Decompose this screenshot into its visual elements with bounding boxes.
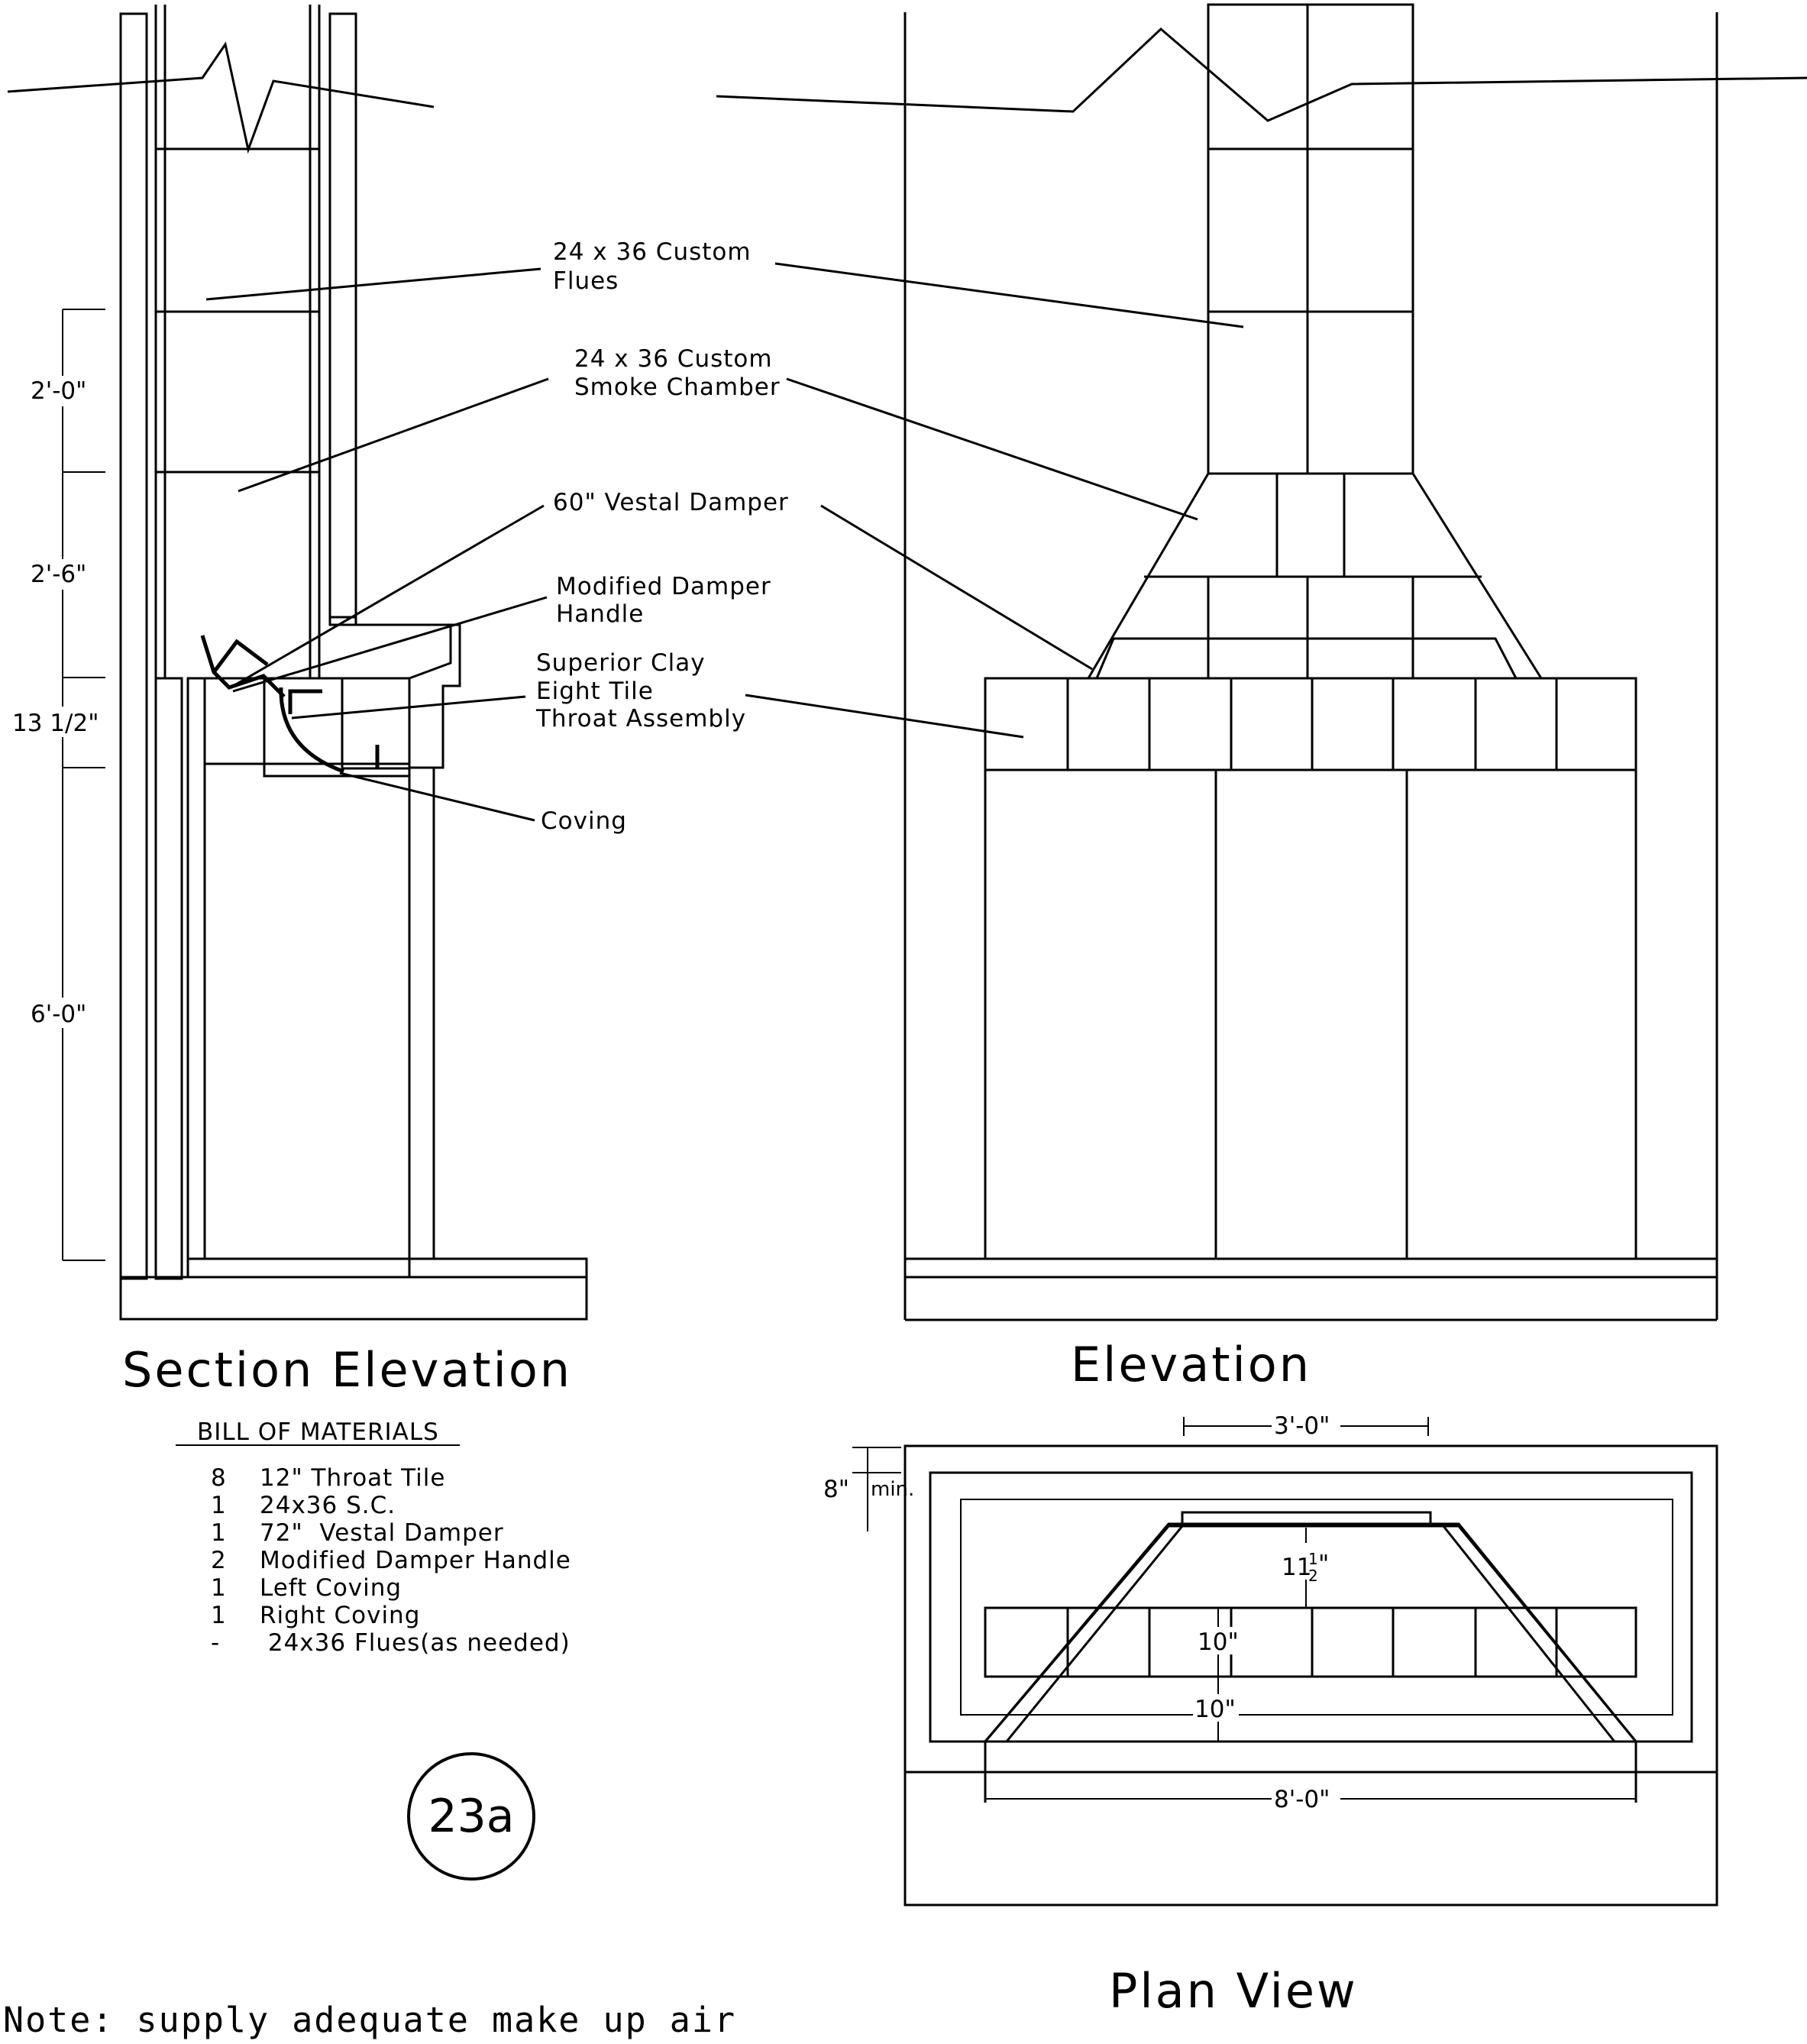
throat-label-line3: Throat Assembly bbox=[535, 705, 746, 733]
flues-label-line2: Flues bbox=[553, 267, 619, 295]
bom-row: 1 Left Coving bbox=[211, 1574, 402, 1602]
svg-text:1: 1 bbox=[211, 1492, 227, 1519]
smoke-chamber-label-line1: 24 x 36 Custom bbox=[574, 345, 773, 373]
bom-row: - 24x36 Flues(as needed) bbox=[211, 1629, 571, 1657]
bom-row: 1 24x36 S.C. bbox=[211, 1492, 396, 1519]
damper-label: 60" Vestal Damper bbox=[553, 489, 789, 516]
svg-text:-: - bbox=[211, 1629, 220, 1657]
dim-10-a: 10" bbox=[1198, 1628, 1239, 1656]
front-elevation bbox=[716, 3, 1807, 1321]
dim-2-0: 2'-0" bbox=[31, 377, 86, 405]
bom-row: 1 Right Coving bbox=[211, 1602, 420, 1629]
svg-text:Modified Damper Handle: Modified Damper Handle bbox=[260, 1547, 571, 1574]
dim-2-6: 2'-6" bbox=[31, 561, 86, 588]
callout-labels: 24 x 36 Custom Flues 24 x 36 Custom Smok… bbox=[535, 238, 789, 835]
bom-heading: BILL OF MATERIALS bbox=[197, 1418, 439, 1446]
bom-row: 8 12" Throat Tile bbox=[211, 1464, 445, 1492]
smoke-chamber-label-line2: Smoke Chamber bbox=[574, 374, 781, 401]
bom-row: 1 72" Vestal Damper bbox=[211, 1519, 504, 1547]
svg-text:8: 8 bbox=[211, 1464, 227, 1492]
svg-text:1: 1 bbox=[211, 1602, 227, 1629]
elevation-title: Elevation bbox=[1071, 1337, 1311, 1392]
svg-text:1: 1 bbox=[211, 1574, 227, 1602]
section-title: Section Elevation bbox=[122, 1342, 572, 1398]
section-elevation bbox=[7, 5, 588, 1321]
plan-dimension-labels: 3'-0" 8'-0" 8" min. 11 1 2 " 10" 10" bbox=[823, 1411, 1340, 1813]
flues-label-line1: 24 x 36 Custom bbox=[553, 238, 752, 266]
dim-8-inch: 8" bbox=[823, 1476, 849, 1503]
plan-title: Plan View bbox=[1109, 1963, 1358, 2019]
plan-view bbox=[852, 1417, 1718, 1907]
svg-text:1: 1 bbox=[211, 1519, 227, 1547]
dim-11-half-den: 2 bbox=[1308, 1567, 1318, 1585]
throat-label-line2: Eight Tile bbox=[536, 678, 654, 705]
svg-text:24x36 S.C.: 24x36 S.C. bbox=[260, 1492, 396, 1519]
dim-8-0: 8'-0" bbox=[1274, 1786, 1330, 1813]
dim-13-1-2: 13 1/2" bbox=[12, 710, 99, 737]
drawing-number: 23a bbox=[428, 1790, 514, 1843]
bill-of-materials: BILL OF MATERIALS 8 12" Throat Tile 1 24… bbox=[176, 1418, 571, 1657]
callout-leaders bbox=[205, 262, 1244, 822]
handle-label-line1: Modified Damper bbox=[556, 573, 771, 600]
svg-text:12" Throat Tile: 12" Throat Tile bbox=[260, 1464, 445, 1492]
dim-6-0: 6'-0" bbox=[31, 1001, 86, 1028]
dim-11-half: 11 bbox=[1282, 1554, 1311, 1581]
svg-text:2: 2 bbox=[211, 1547, 227, 1574]
dim-10-b: 10" bbox=[1194, 1696, 1236, 1723]
coving-label: Coving bbox=[541, 807, 627, 835]
bom-row: 2 Modified Damper Handle bbox=[211, 1547, 571, 1574]
svg-text:72" Vestal Damper: 72" Vestal Damper bbox=[260, 1519, 504, 1547]
dim-11-half-num: 1 bbox=[1308, 1550, 1318, 1568]
drawing-number-badge: 23a bbox=[407, 1752, 535, 1881]
throat-label-line1: Superior Clay bbox=[536, 649, 706, 677]
dim-3-0: 3'-0" bbox=[1274, 1412, 1330, 1440]
dim-11-half-unit: " bbox=[1318, 1551, 1329, 1578]
svg-text:Right Coving: Right Coving bbox=[260, 1602, 420, 1629]
note-text: Note: supply adequate make up air bbox=[3, 2000, 736, 2040]
handle-label-line2: Handle bbox=[556, 600, 644, 628]
section-dimension-labels: 2'-0" 2'-6" 13 1/2" 6'-0" bbox=[11, 376, 108, 1028]
dim-min-note: min. bbox=[871, 1478, 914, 1501]
svg-text:Left Coving: Left Coving bbox=[260, 1574, 402, 1602]
svg-text:24x36 Flues(as needed): 24x36 Flues(as needed) bbox=[260, 1629, 571, 1657]
section-dimension-line bbox=[62, 309, 105, 1261]
